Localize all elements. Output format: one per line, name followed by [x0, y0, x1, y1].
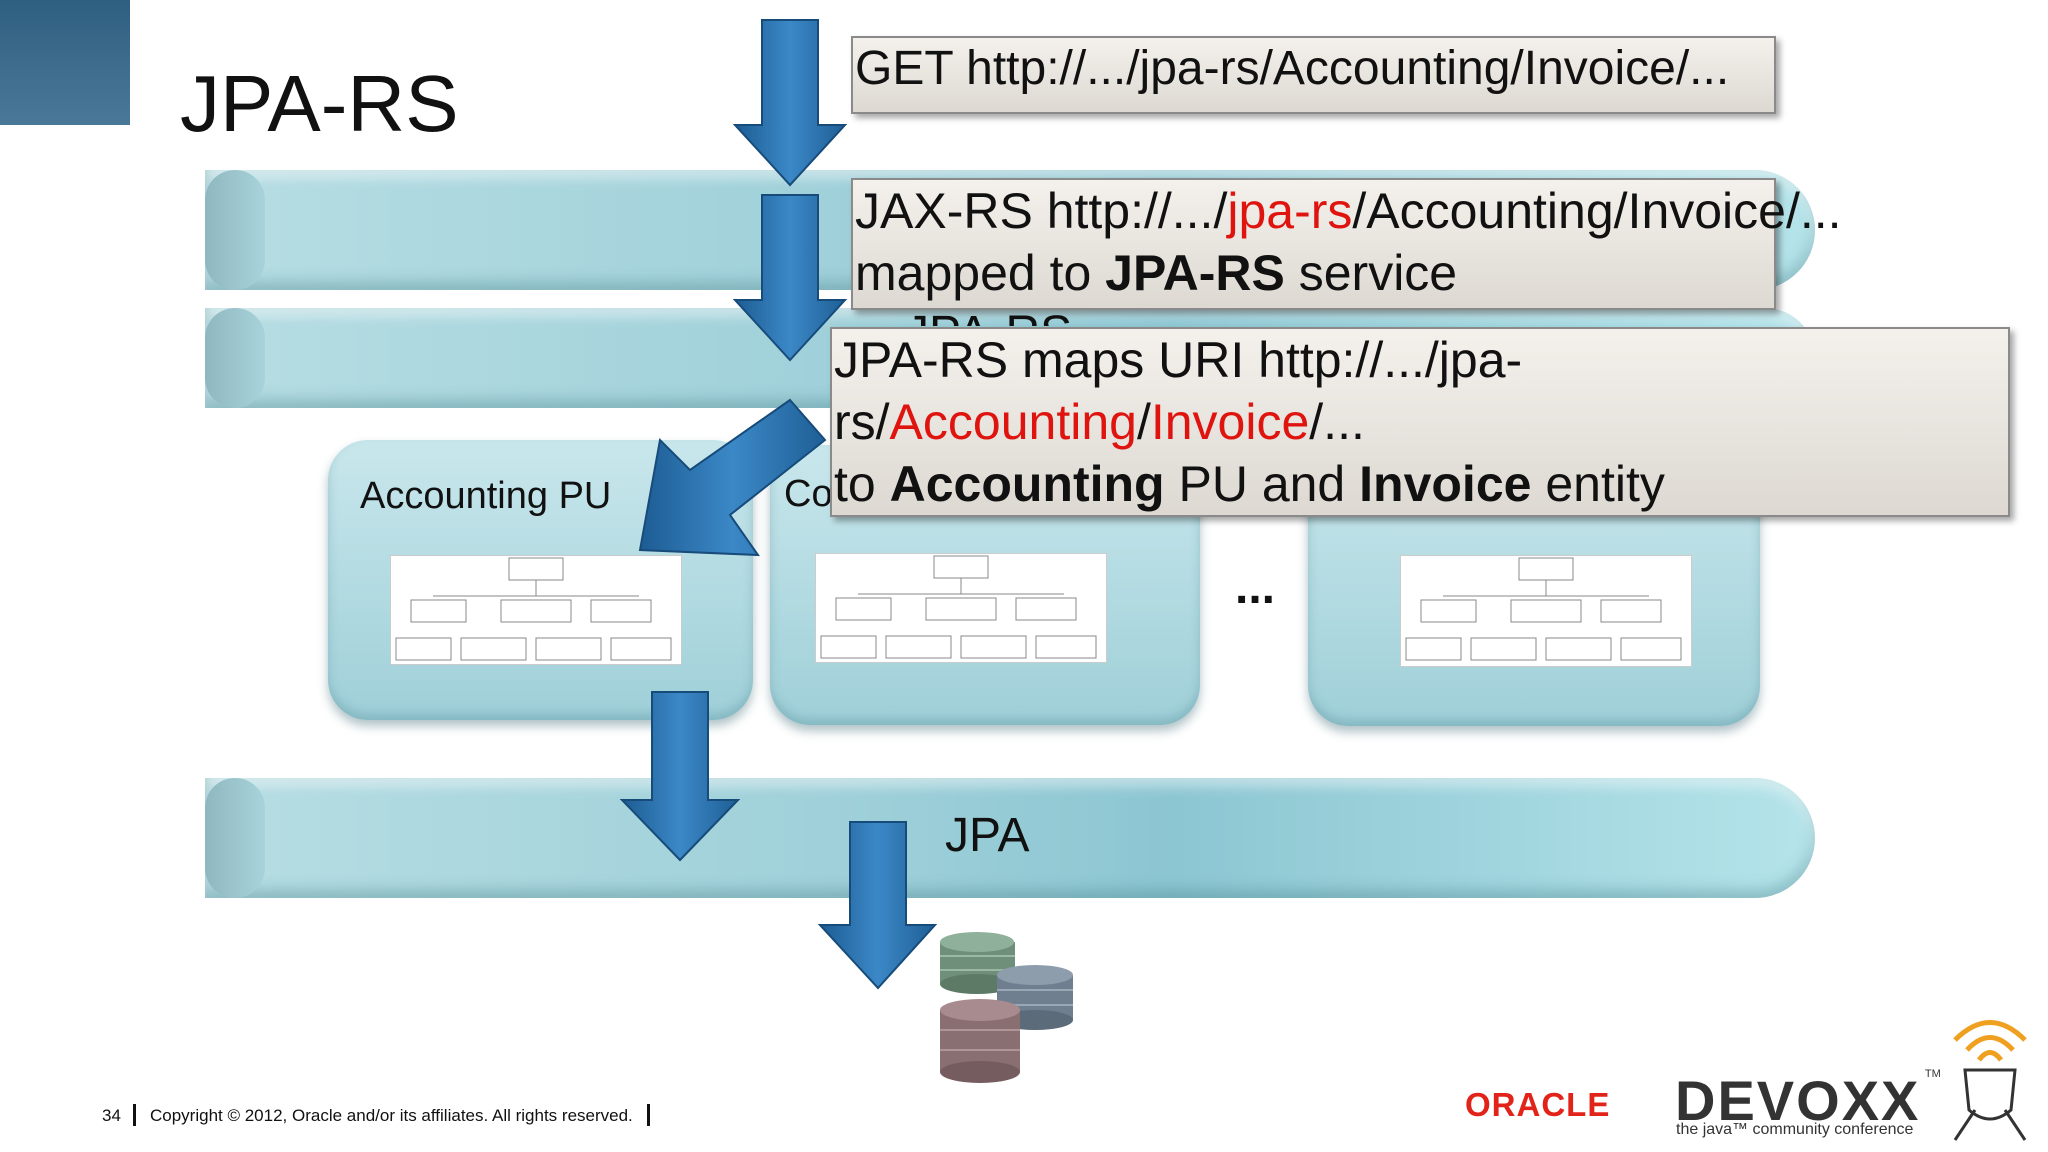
devoxx-mascot-icon	[1953, 1020, 2027, 1141]
accounting-uml-diagram	[390, 555, 682, 665]
mapping-separator: /	[1136, 394, 1151, 450]
jax-rs-line1: JAX-RS http://.../jpa-rs/Accounting/Invo…	[855, 180, 1842, 242]
jax-rs-callout: JAX-RS http://.../jpa-rs/Accounting/Invo…	[851, 178, 1842, 310]
page-number: 34	[102, 1106, 121, 1125]
jpa-band-cap	[205, 778, 265, 898]
uml-diagram-graphic	[1405, 557, 1682, 661]
mapping-line2-post: /...	[1309, 394, 1365, 450]
jpa-rs-band-cap	[205, 308, 265, 408]
mapping-line2-pre: rs/	[834, 394, 890, 450]
accounting-pu-label: Accounting PU	[360, 475, 612, 517]
more-pu-ellipsis: ...	[1235, 561, 1276, 614]
footer-divider	[133, 1104, 136, 1126]
database-cylinder-mauve	[940, 999, 1020, 1083]
mapping-invoice: Invoice	[1150, 394, 1310, 450]
jax-rs-line2-post: service	[1284, 245, 1458, 301]
second-pu-label-partial: Co	[784, 473, 833, 515]
jpa-label: JPA	[945, 809, 1030, 862]
copyright-text: Copyright © 2012, Oracle and/or its affi…	[150, 1106, 633, 1125]
devoxx-logo: DEVOXX TM	[1675, 1068, 1941, 1133]
jax-rs-line2-bold: JPA-RS	[1105, 245, 1285, 301]
jax-rs-prefix: JAX-RS http://.../	[855, 183, 1228, 239]
mapping-accounting: Accounting	[889, 394, 1137, 450]
diagonal-arrow-icon	[638, 398, 827, 557]
second-uml-diagram	[815, 553, 1107, 663]
jpa-band	[205, 778, 1815, 898]
devoxx-tagline: the java™ community conference	[1676, 1121, 1914, 1138]
down-arrow-icon	[619, 691, 741, 862]
jax-rs-suffix: /Accounting/Invoice/...	[1352, 183, 1842, 239]
get-request-callout: GET http://.../jpa-rs/Accounting/Invoice…	[851, 36, 1776, 114]
database-cylinder-green	[940, 932, 1015, 994]
down-arrow-icon	[732, 194, 848, 362]
devoxx-trademark: TM	[1924, 1068, 1941, 1080]
get-request-text: GET http://.../jpa-rs/Accounting/Invoice…	[855, 42, 1730, 95]
mapping-line3-pre: to	[834, 456, 890, 512]
mapping-line2: rs/Accounting/Invoice/...	[834, 391, 2008, 453]
jpa-rs-mapping-callout: JPA-RS maps URI http://.../jpa- rs/Accou…	[830, 327, 2010, 517]
third-uml-diagram	[1400, 555, 1692, 667]
mapping-line1: JPA-RS maps URI http://.../jpa-	[834, 332, 1523, 388]
uml-diagram-graphic	[395, 557, 672, 661]
uml-diagram-graphic	[820, 555, 1097, 659]
mapping-line3-post: entity	[1531, 456, 1665, 512]
mapping-line3-bold1: Accounting	[889, 456, 1165, 512]
oracle-logo: ORACLE	[1465, 1086, 1611, 1123]
corner-accent-block	[0, 0, 130, 125]
mapping-line3-mid: PU and	[1164, 456, 1360, 512]
database-icon	[940, 932, 1073, 1083]
mapping-line3: to Accounting PU and Invoice entity	[834, 453, 2008, 515]
mapping-line3-bold2: Invoice	[1359, 456, 1532, 512]
jpa-rs-band-label: JPA-RS	[905, 306, 1072, 326]
down-arrow-icon	[817, 821, 938, 990]
jax-rs-line2: mapped to JPA-RS service	[855, 242, 1774, 304]
down-arrow-icon	[732, 19, 848, 187]
devoxx-wordmark: DEVOXX	[1675, 1069, 1921, 1132]
jax-rs-band-cap	[205, 170, 265, 290]
jax-rs-line2-pre: mapped to	[855, 245, 1106, 301]
jax-rs-highlight: jpa-rs	[1227, 183, 1353, 239]
footer-divider	[647, 1104, 650, 1126]
slide-title: JPA-RS	[180, 59, 459, 148]
